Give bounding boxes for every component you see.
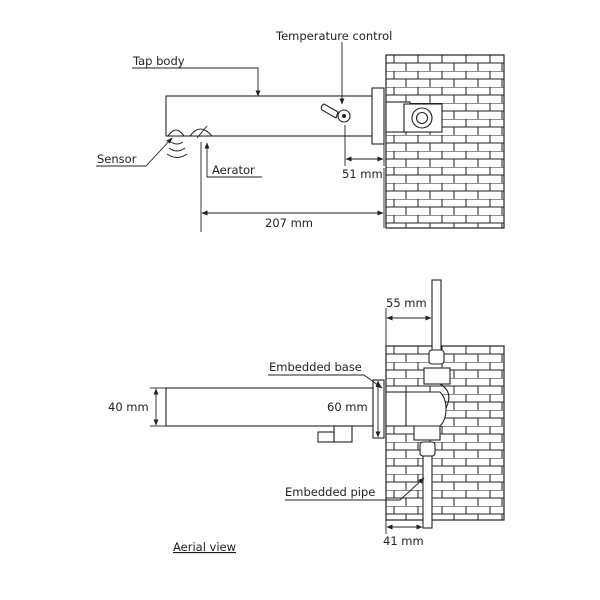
dim-51-label: 51 mm <box>342 167 383 181</box>
tap-body-leader <box>132 67 261 97</box>
embedded-base-plate <box>372 379 385 439</box>
aerator-leader <box>204 142 262 178</box>
embedded-valve-body <box>405 391 447 427</box>
embedded-base-leader <box>268 374 383 389</box>
sensor-box-aerial <box>333 425 353 443</box>
valve-upper-bend <box>439 383 450 409</box>
embedded-pipe-leader <box>285 477 425 501</box>
brick-wall-top <box>385 54 505 229</box>
pipe-lower <box>422 455 433 529</box>
dim-207-label: 207 mm <box>265 216 313 230</box>
base-plate-top <box>371 87 385 145</box>
aerator-label: Aerator <box>212 163 255 177</box>
aerator-head <box>188 125 214 139</box>
sensor-label: Sensor <box>97 152 137 166</box>
dim-41-label: 41 mm <box>383 534 424 548</box>
embedded-pipe-label: Embedded pipe <box>285 485 375 499</box>
tap-body-label: Tap body <box>132 54 185 68</box>
pipe-upper-fitting <box>423 367 451 385</box>
sensor-tab-aerial <box>317 431 335 443</box>
embedded-base-label: Embedded base <box>269 360 362 374</box>
tap-body-aerial <box>165 387 374 427</box>
dim-60-label: 60 mm <box>327 400 368 414</box>
valve-outlet-inner <box>415 111 429 125</box>
sensor-head <box>166 129 188 158</box>
pipe-lower-coupling <box>419 441 436 457</box>
temperature-lever <box>320 103 351 123</box>
pipe-upper <box>431 279 442 353</box>
embedded-base-body <box>385 391 409 427</box>
side-view: Temperature control Tap body Sensor Aera… <box>96 29 505 232</box>
aerial-view: 55 mm Embedded base 40 mm 60 mm Embedded… <box>108 279 505 554</box>
dim-55-label: 55 mm <box>386 296 427 310</box>
sensor-leader <box>96 137 173 167</box>
dim-40-label: 40 mm <box>108 400 149 414</box>
pipe-upper-coupling <box>428 349 445 365</box>
temperature-control-label: Temperature control <box>275 29 392 43</box>
aerial-view-label: Aerial view <box>173 540 236 554</box>
